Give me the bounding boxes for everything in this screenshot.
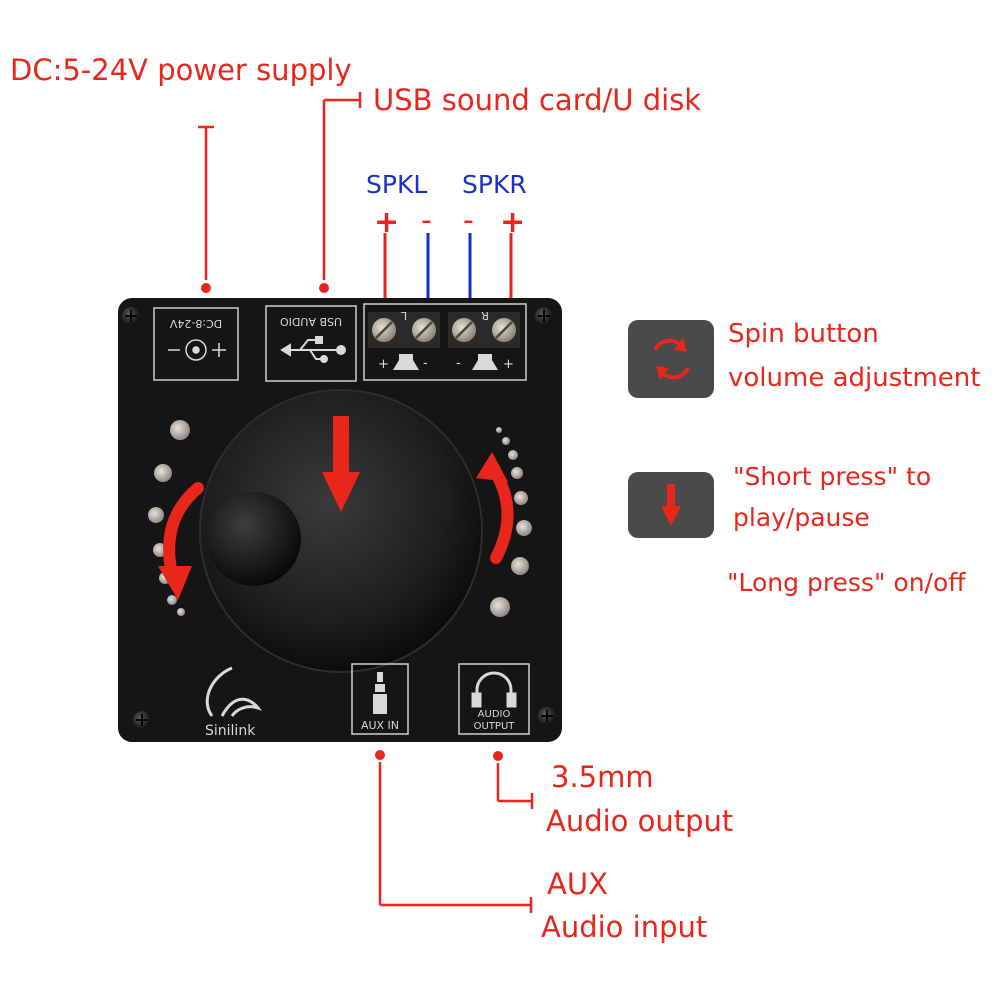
aux-label: AUX (547, 867, 608, 901)
speaker-icon (393, 354, 419, 370)
spin-button-legend-icon (628, 320, 714, 398)
terminal-l-label: L (400, 309, 407, 322)
usb-port: USB AUDIO (265, 305, 357, 382)
spkl-minus-sign: - (421, 203, 432, 238)
3-5mm-label: 3.5mm (551, 760, 654, 794)
terminal-r-minus: - (456, 356, 461, 371)
mounting-screw-icon (133, 711, 151, 729)
speaker-icon (472, 354, 498, 370)
rotate-right-arrow-icon (476, 452, 514, 564)
press-button-legend-icon (628, 472, 714, 538)
terminal-screw-icon (412, 318, 436, 342)
long-press-label: "Long press" on/off (727, 568, 966, 597)
sinilink-logo: Sinilink (205, 666, 263, 739)
speaker-terminal-block: L R + - - + (363, 303, 527, 381)
dc-voltage-label: DC:8-24V (169, 317, 222, 330)
audio-output-anchor-dot (493, 751, 503, 761)
terminal-screw-icon (452, 318, 476, 342)
press-down-arrow-icon (322, 416, 360, 512)
spkr-plus-sign: + (500, 205, 525, 240)
mounting-screw-icon (535, 307, 553, 325)
usb-sound-card-label: USB sound card/U disk (373, 83, 701, 117)
usb-leader-line (322, 92, 362, 280)
terminal-screw-icon (372, 318, 396, 342)
mounting-screw-icon (538, 707, 556, 725)
spkr-minus-sign: - (463, 203, 474, 238)
terminal-r-label: R (481, 309, 489, 322)
brand-mark-icon (205, 666, 263, 717)
short-press-label: "Short press" to (733, 462, 931, 491)
aux-in-label: AUX IN (361, 719, 399, 732)
aux-leader-line (378, 762, 533, 913)
headphones-icon (471, 671, 517, 708)
power-anchor-dot (201, 283, 211, 293)
spkr-label: SPKR (462, 170, 527, 199)
terminal-r-plus: + (503, 357, 514, 372)
volume-knob[interactable] (199, 389, 483, 673)
rotate-left-arrow-icon (158, 482, 204, 600)
audio-input-label: Audio input (541, 910, 707, 944)
audio-output-label-line2: OUTPUT (474, 721, 516, 732)
spkl-label: SPKL (366, 170, 427, 199)
brand-name: Sinilink (205, 723, 256, 739)
terminal-l-plus: + (378, 357, 389, 372)
power-supply-label: DC:5-24V power supply (10, 53, 352, 87)
audio-output-leader-line (496, 763, 534, 809)
audio-output-label: Audio output (546, 804, 733, 838)
audio-output-port: AUDIO OUTPUT (458, 663, 530, 735)
usb-anchor-dot (319, 283, 329, 293)
power-leader-line (198, 125, 214, 280)
audio-output-label-line1: AUDIO (478, 709, 511, 720)
usb-audio-label: USB AUDIO (280, 315, 342, 328)
knob-grip-nub (207, 492, 301, 586)
usb-icon (280, 336, 346, 363)
terminal-l-minus: - (423, 356, 428, 371)
jack-plug-icon (373, 672, 387, 714)
terminal-screw-icon (492, 318, 516, 342)
play-pause-label: play/pause (733, 503, 870, 532)
spin-button-label: Spin button (728, 319, 879, 349)
amplifier-board: DC:8-24V USB AUDIO (118, 298, 562, 742)
aux-in-port: AUX IN (351, 663, 409, 735)
dc-polarity-icon (168, 339, 226, 361)
volume-adjustment-label: volume adjustment (728, 363, 980, 393)
dc-jack-port: DC:8-24V (153, 307, 239, 381)
mounting-screw-icon (122, 307, 140, 325)
volume-led-row-right (490, 427, 532, 617)
spkl-plus-sign: + (374, 205, 399, 240)
aux-anchor-dot (375, 750, 385, 760)
